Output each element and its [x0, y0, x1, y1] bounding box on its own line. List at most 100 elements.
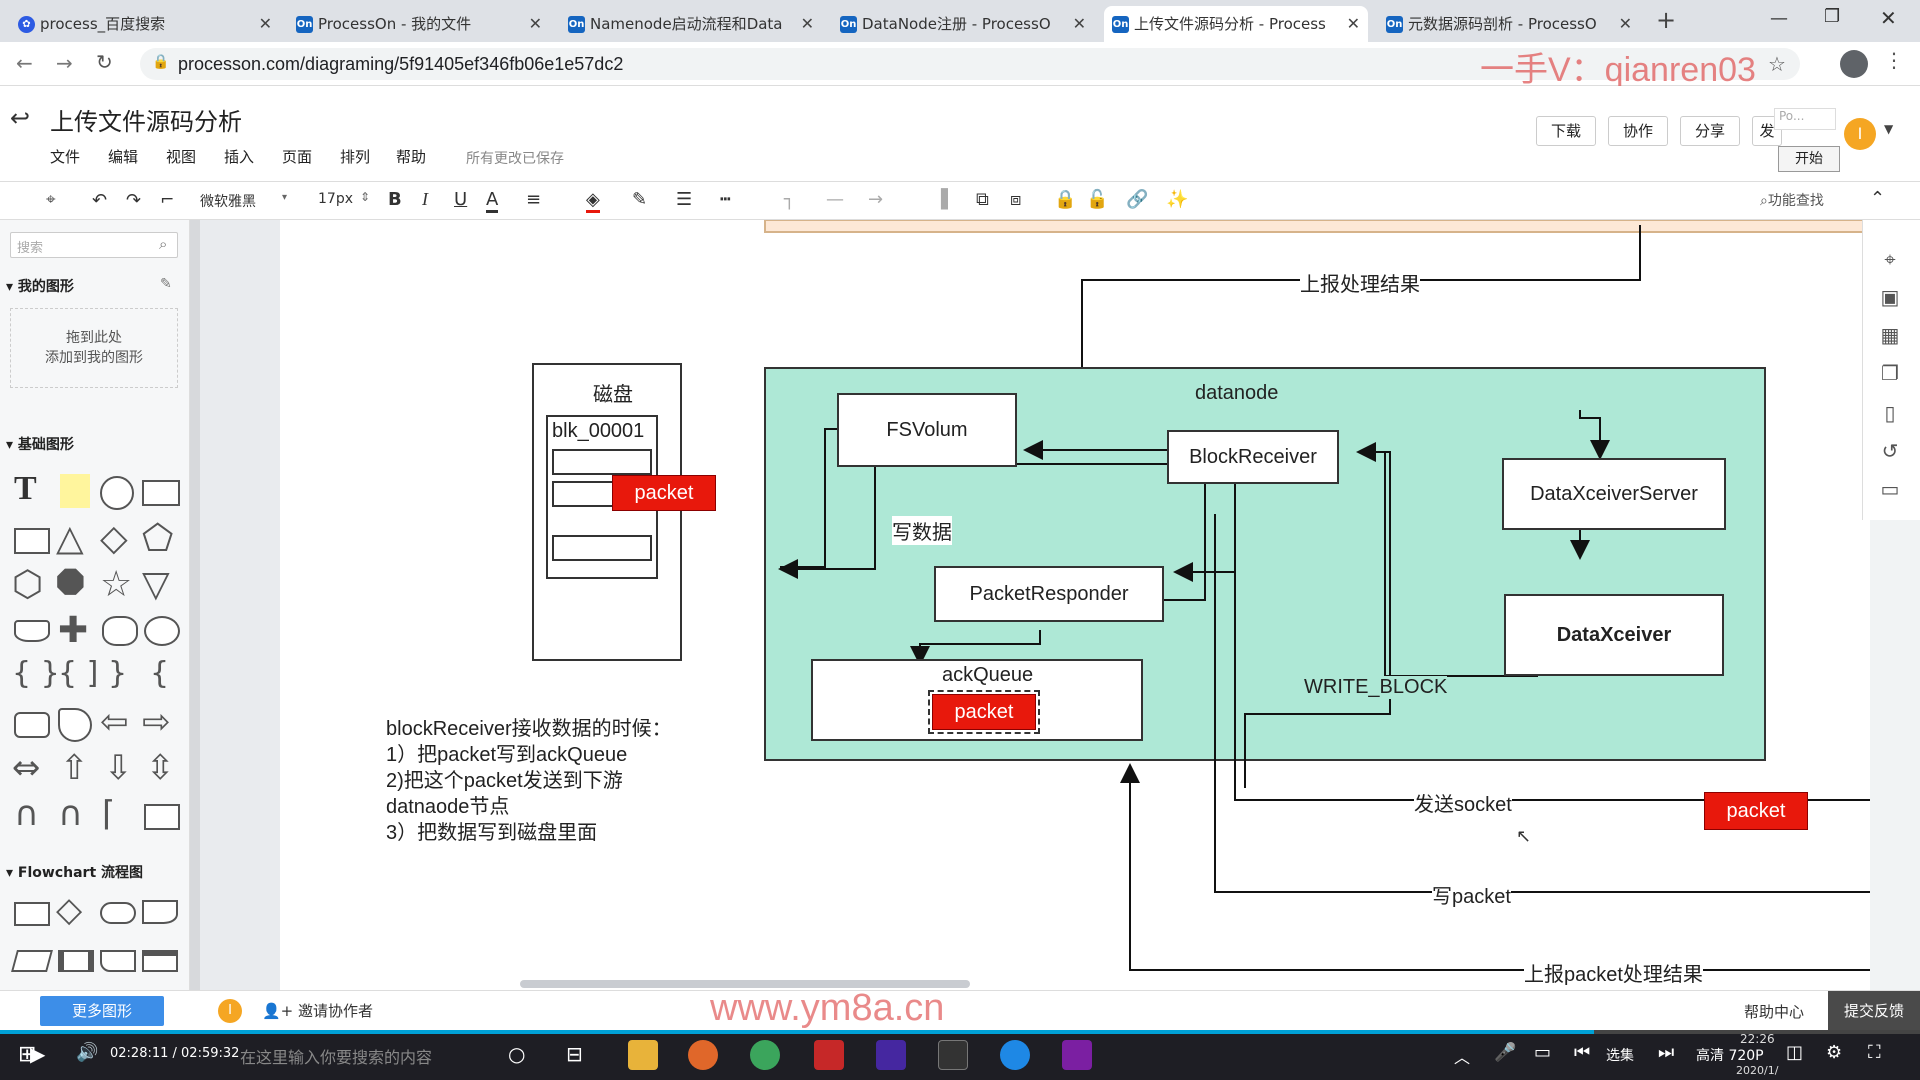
down-arrow-shape-icon[interactable]: ⇩ — [104, 748, 133, 788]
redo-icon[interactable]: ↷ — [126, 190, 142, 211]
ackqueue-label[interactable]: ackQueue — [942, 664, 1034, 686]
line-type-icon[interactable]: — — [826, 189, 844, 210]
label-report-result[interactable]: 上报处理结果 — [1300, 268, 1420, 297]
chrome-icon[interactable] — [750, 1040, 780, 1070]
basic-shapes-header[interactable]: ▾ 基础图形 — [6, 434, 74, 454]
dataxceiverserver-box[interactable]: DataXceiverServer — [1502, 458, 1726, 530]
left-arrow-shape-icon[interactable]: ⇦ — [100, 702, 129, 742]
undo-icon[interactable]: ↶ — [92, 190, 108, 211]
arch-shape-icon[interactable]: ∩ — [58, 794, 83, 834]
updown-arrow-shape-icon[interactable]: ⇳ — [146, 748, 175, 788]
rectangle-shape-icon[interactable] — [142, 480, 180, 506]
format-painter-icon[interactable]: ⌖ — [46, 190, 56, 210]
calendar-icon[interactable]: ▦ — [1880, 323, 1900, 347]
minimize-icon[interactable]: — — [1770, 8, 1788, 29]
connector-icon[interactable]: ┐ — [784, 189, 795, 210]
menu-edit[interactable]: 编辑 — [108, 148, 139, 166]
unlock-icon[interactable]: 🔓 — [1086, 189, 1109, 210]
play-icon[interactable]: ▶ — [30, 1042, 46, 1066]
bracket-shape-icon[interactable]: { ] — [58, 656, 99, 691]
screenshot-icon[interactable]: ◫ — [1786, 1042, 1804, 1063]
rect-shape-icon[interactable] — [14, 528, 50, 554]
browser-tab[interactable]: ✿ process_百度搜索 ✕ — [10, 6, 280, 42]
link-icon[interactable]: 🔗 — [1126, 189, 1149, 210]
video-progress-track[interactable] — [0, 1030, 1920, 1034]
dataxceiver-box[interactable]: DataXceiver — [1504, 594, 1724, 676]
corner-shape-icon[interactable]: ⌈ — [102, 794, 116, 834]
menu-insert[interactable]: 插入 — [224, 148, 255, 166]
forward-icon[interactable]: → — [56, 51, 73, 75]
label-write-data[interactable]: 写数据 — [892, 516, 952, 545]
inverted-triangle-shape-icon[interactable]: ▽ — [142, 564, 170, 605]
text-shape-icon[interactable]: T — [14, 470, 37, 507]
block-label[interactable]: blk_00001 — [552, 420, 645, 442]
back-icon[interactable]: ← — [16, 51, 33, 75]
next-icon[interactable]: ⏭ — [1658, 1042, 1675, 1063]
quality-select[interactable]: 高清 720P — [1696, 1048, 1764, 1064]
close-icon[interactable]: ✕ — [800, 14, 814, 33]
italic-icon[interactable]: I — [422, 189, 428, 209]
collab-button[interactable]: 协作 — [1608, 116, 1668, 146]
omnibox[interactable]: 🔒 processon.com/diagraming/5f91405ef346f… — [140, 48, 1800, 89]
diamond-shape-icon[interactable]: ◇ — [100, 518, 128, 559]
hexagon-shape-icon[interactable]: ⬡ — [12, 564, 44, 605]
brace-shape-icon[interactable]: { } — [12, 656, 60, 691]
delay-shape-icon[interactable] — [58, 708, 92, 742]
intellij-icon[interactable] — [876, 1040, 906, 1070]
close-icon[interactable]: ✕ — [1072, 14, 1086, 33]
fullscreen-icon[interactable]: ⛶ — [1868, 1042, 1881, 1063]
magic-wand-icon[interactable]: ✨ — [1166, 189, 1189, 210]
close-brace-shape-icon[interactable]: } — [108, 656, 128, 691]
typora-icon[interactable] — [938, 1040, 968, 1070]
packet-disk[interactable]: packet — [612, 475, 716, 511]
history-icon[interactable]: ↺ — [1881, 439, 1899, 463]
internal-storage-shape-icon[interactable] — [142, 950, 178, 972]
line-color-icon[interactable]: ✎ — [632, 189, 648, 210]
diagram-page[interactable]: 上报处理结果 磁盘 blk_00001 packet datanode FSVo… — [280, 220, 1870, 990]
invite-button[interactable]: 👤+ 邀请协作者 — [262, 1000, 373, 1021]
packet-ackqueue-selected[interactable]: packet — [928, 690, 1040, 734]
paint-format-icon[interactable]: ⌐ — [160, 190, 175, 210]
feature-search[interactable]: ⌕功能查找 — [1760, 190, 1824, 210]
terminator-shape-icon[interactable] — [100, 902, 136, 924]
open-brace-shape-icon[interactable]: { — [150, 656, 170, 691]
chevron-down-icon[interactable]: ▼ — [1884, 122, 1894, 136]
bold-icon[interactable]: B — [388, 189, 402, 210]
underline-icon[interactable]: U — [454, 189, 468, 210]
image-icon[interactable]: ▣ — [1880, 285, 1900, 309]
browser-tab-active[interactable]: On 上传文件源码分析 - Process ✕ — [1104, 6, 1368, 42]
disk-label[interactable]: 磁盘 — [593, 384, 633, 406]
rounded-rect-shape-icon[interactable] — [14, 712, 50, 738]
star-shape-icon[interactable]: ☆ — [100, 564, 133, 605]
u-shape-icon[interactable]: ∩ — [14, 794, 39, 834]
window-close-icon[interactable]: ✕ — [1880, 6, 1897, 30]
prev-icon[interactable]: ⏮ — [1574, 1042, 1591, 1063]
drop-zone[interactable]: 拖到此处 添加到我的图形 — [10, 308, 178, 388]
menu-view[interactable]: 视图 — [166, 148, 197, 166]
windows-start-icon[interactable]: ⊞ — [18, 1042, 37, 1067]
arrow-end-icon[interactable]: → — [868, 189, 884, 210]
blockreceiver-box[interactable]: BlockReceiver — [1167, 430, 1339, 484]
close-icon[interactable]: ✕ — [1346, 14, 1360, 33]
cloud-shape-icon[interactable] — [102, 616, 138, 646]
canvas-area[interactable]: 上报处理结果 磁盘 blk_00001 packet datanode FSVo… — [200, 220, 1870, 990]
pages-icon[interactable]: ❐ — [1881, 361, 1899, 385]
process-shape-icon[interactable] — [14, 902, 50, 926]
star-icon[interactable]: ☆ — [1768, 52, 1786, 76]
packetresponder-box[interactable]: PacketResponder — [934, 566, 1164, 622]
episode-select[interactable]: 选集 — [1606, 1048, 1634, 1064]
stepper-icon[interactable]: ⇕ — [360, 190, 371, 204]
volume-icon[interactable]: 🔊 — [76, 1042, 99, 1063]
menu-arrange[interactable]: 排列 — [340, 148, 371, 166]
back-arrow-icon[interactable]: ↩ — [10, 104, 31, 132]
edit-icon[interactable]: ✎ — [160, 276, 172, 292]
close-icon[interactable]: ✕ — [528, 14, 542, 33]
app-icon[interactable] — [1062, 1040, 1092, 1070]
menu-help[interactable]: 帮助 — [396, 148, 427, 166]
new-tab-button[interactable]: + — [1656, 6, 1677, 34]
up-arrow-shape-icon[interactable]: ⇧ — [60, 748, 89, 788]
manual-shape-icon[interactable] — [100, 950, 136, 972]
circle-shape-icon[interactable] — [100, 476, 134, 510]
close-icon[interactable]: ✕ — [258, 14, 272, 33]
avatar[interactable]: I — [1844, 118, 1876, 150]
